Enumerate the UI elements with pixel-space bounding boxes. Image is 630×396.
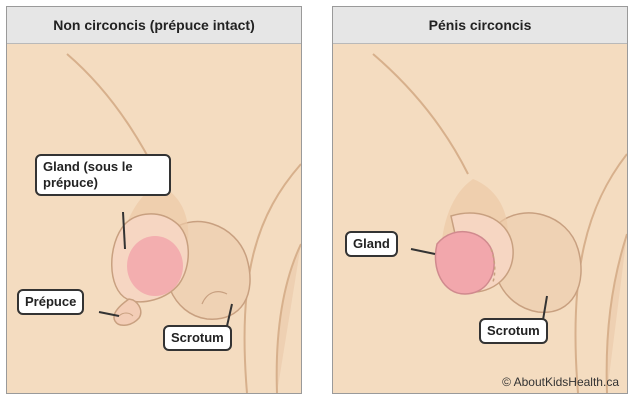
uncircumcised-panel: Non circoncis (prépuce intact) Gland (so… [6, 6, 302, 394]
label-prepuce: Prépuce [17, 289, 84, 315]
label-scrotum-circumcised: Scrotum [479, 318, 548, 344]
label-gland-circumcised: Gland [345, 231, 398, 257]
circumcised-panel: Pénis circoncis Gland Scrotum © AboutKid… [332, 6, 628, 394]
panel-title-uncircumcised: Non circoncis (prépuce intact) [7, 7, 301, 44]
panel-title-circumcised: Pénis circoncis [333, 7, 627, 44]
label-scrotum-uncircumcised: Scrotum [163, 325, 232, 351]
copyright-credit: © AboutKidsHealth.ca [502, 375, 619, 389]
uncircumcised-illustration [7, 44, 301, 393]
glans-shape [127, 236, 183, 296]
label-gland-uncircumcised: Gland (sous le prépuce) [35, 154, 171, 196]
glans-shape [435, 232, 494, 294]
